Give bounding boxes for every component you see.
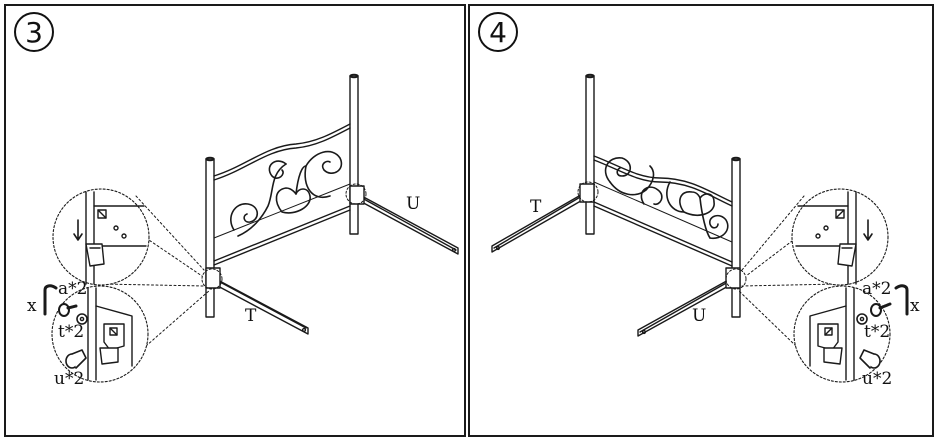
rail-label-back: T <box>530 197 542 217</box>
nut-label: u*2 <box>862 369 893 389</box>
step-3-panel: 3 <box>4 4 466 437</box>
headboard-frame <box>593 155 733 267</box>
rail-label-back: U <box>406 194 421 214</box>
detail-circle-upper <box>791 188 889 286</box>
headboard-right-post <box>349 73 359 235</box>
washer-icon <box>856 313 868 325</box>
headboard-scrollwork <box>604 157 729 240</box>
rail-label-front: T <box>245 306 257 326</box>
barrel-nut-icon <box>65 349 87 369</box>
washer-label: t*2 <box>864 322 891 342</box>
detail-leader-lines <box>737 195 839 347</box>
nut-label: u*2 <box>54 369 85 389</box>
bolt-icon <box>870 302 892 317</box>
step-number-badge: 3 <box>14 12 54 52</box>
bolt-icon <box>58 303 78 317</box>
side-rail-back <box>349 185 459 255</box>
headboard-left-post <box>585 73 595 235</box>
detail-leader-lines <box>101 195 211 347</box>
headboard-frame <box>213 123 351 266</box>
bolt-label: a*2 <box>58 279 88 299</box>
washer-label: t*2 <box>58 322 85 342</box>
washer-icon <box>76 313 88 325</box>
allen-key-icon <box>43 284 58 316</box>
joint-highlight-front <box>201 268 223 290</box>
barrel-nut-icon <box>859 349 881 369</box>
step-4-panel: 4 <box>468 4 934 437</box>
rail-label-front: U <box>692 306 707 326</box>
side-rail-front <box>637 267 741 337</box>
bolt-label: a*2 <box>862 279 892 299</box>
joint-highlight-back <box>345 183 367 205</box>
step-number-badge: 4 <box>478 12 518 52</box>
joint-highlight-front <box>725 268 747 290</box>
tool-label: x <box>910 296 920 316</box>
detail-circle-upper <box>52 188 150 286</box>
joint-highlight-back <box>577 181 599 203</box>
step-3-illustration <box>43 73 459 383</box>
tool-label: x <box>27 296 37 316</box>
side-rail-front <box>205 267 309 335</box>
step-4-illustration <box>491 73 909 383</box>
allen-key-icon <box>894 284 909 316</box>
headboard-right-post <box>731 156 741 318</box>
headboard-scrollwork <box>230 150 343 237</box>
